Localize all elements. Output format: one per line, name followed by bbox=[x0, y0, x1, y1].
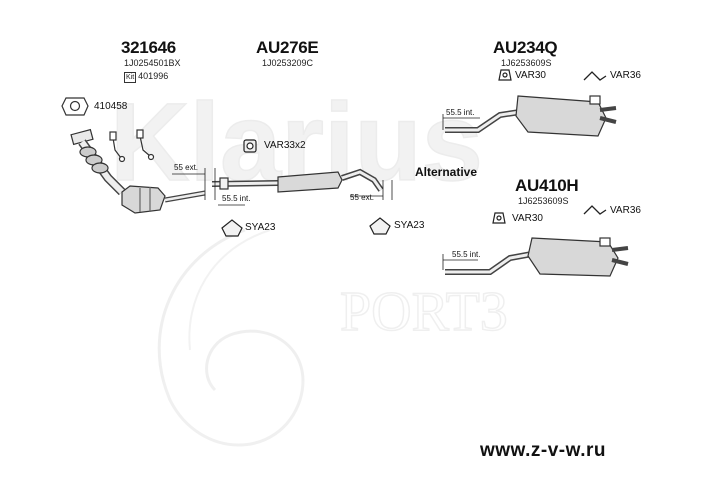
rubber-mount-top-icon bbox=[498, 69, 512, 81]
part-code-au276e: AU276E bbox=[256, 38, 319, 57]
rear-silencer-alt-icon bbox=[445, 237, 629, 277]
hanger-bottom-icon bbox=[583, 205, 607, 215]
kit-number: 401996 bbox=[138, 71, 169, 81]
oem-number-au410h: 1J6253609S bbox=[518, 196, 569, 206]
part-code-au234q: AU234Q bbox=[493, 38, 558, 57]
var33-label: VAR33x2 bbox=[264, 140, 306, 151]
gasket-icon bbox=[61, 97, 89, 116]
alternative-label: Alternative bbox=[415, 165, 478, 179]
part-code-321646: 321646 bbox=[121, 38, 176, 57]
oem-number-au276e: 1J0253209C bbox=[262, 58, 314, 68]
bracket-left-icon bbox=[221, 219, 243, 237]
watermark-sub: PORT3 bbox=[340, 281, 508, 343]
watermark-logo: Klarius PORT3 bbox=[109, 80, 509, 447]
kit-badge: Kit bbox=[124, 72, 137, 83]
dimension-label: 55 ext. bbox=[174, 163, 199, 172]
sya23-left-label: SYA23 bbox=[245, 222, 276, 233]
var36-bottom-label: VAR36 bbox=[610, 205, 641, 216]
watermark-brand: Klarius bbox=[110, 81, 483, 204]
dimension-label: 55.5 int. bbox=[452, 250, 481, 259]
sya23-right-label: SYA23 bbox=[394, 220, 425, 231]
bracket-right-icon bbox=[369, 217, 391, 235]
dimension-markers bbox=[172, 114, 480, 270]
var36-top-label: VAR36 bbox=[610, 70, 641, 81]
footer-url: www.z-v-w.ru bbox=[480, 440, 606, 461]
middle-silencer-icon bbox=[211, 168, 384, 193]
oem-number-321646: 1J0254501BX bbox=[124, 58, 181, 68]
var30-bottom-label: VAR30 bbox=[512, 213, 543, 224]
dimension-label: 55.5 int. bbox=[446, 108, 475, 117]
dimension-label: 55 ext. bbox=[350, 193, 375, 202]
rubber-mount-bottom-icon bbox=[492, 212, 506, 224]
clamp-icon bbox=[243, 139, 257, 153]
rear-silencer-icon bbox=[445, 95, 617, 137]
var30-top-label: VAR30 bbox=[515, 70, 546, 81]
oem-number-au234q: 1J6253609S bbox=[501, 58, 552, 68]
hanger-top-icon bbox=[583, 71, 607, 81]
catalyst-downpipe-icon bbox=[70, 128, 206, 214]
dimension-label: 55.5 int. bbox=[222, 194, 251, 203]
gasket-label: 410458 bbox=[94, 101, 128, 112]
part-code-au410h: AU410H bbox=[515, 176, 579, 195]
